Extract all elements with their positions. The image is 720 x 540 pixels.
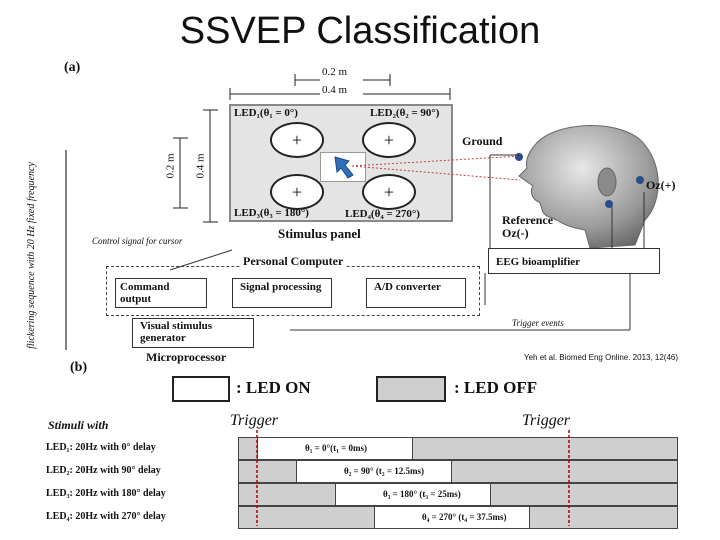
- trigger-left-label: Trigger: [230, 412, 279, 429]
- dim-top-large: 0.4 m: [322, 84, 348, 96]
- timing-row-on-segment: [335, 483, 491, 506]
- signal-processing-label: Signal processing: [240, 281, 322, 293]
- personal-computer-label: Personal Computer: [240, 254, 347, 269]
- ad-converter-box: [366, 278, 466, 308]
- visual-stimulus-generator-label: Visual stimulus generator: [140, 320, 213, 344]
- led2-circle: +: [362, 122, 416, 158]
- side-note-bracket: [65, 150, 67, 350]
- citation: Yeh et al. Biomed Eng Online. 2013, 12(4…: [524, 353, 679, 362]
- visual-stimulus-generator-box: [132, 318, 254, 348]
- dim-left-arrows: [173, 109, 218, 223]
- dim-top-small: 0.2 m: [322, 66, 348, 78]
- oz-minus-label: Oz(-): [502, 226, 529, 240]
- trigger-events-label: Trigger events: [512, 318, 564, 328]
- led4-circle: +: [362, 174, 416, 210]
- timing-row-label: LED₁: 20Hz with 0° delay: [46, 442, 156, 453]
- led-on-label: : LED ON: [236, 378, 311, 397]
- led-off-label: : LED OFF: [454, 378, 538, 397]
- timing-row-on-segment: [257, 437, 413, 460]
- trigger-right-label: Trigger: [522, 412, 571, 429]
- gaze-line: [351, 155, 521, 181]
- led-off-swatch: [376, 376, 446, 402]
- connection-lines: [169, 154, 645, 331]
- reference-label: Reference: [502, 213, 554, 227]
- led4-label: LED₄(θ₄ = 270°): [345, 208, 420, 220]
- command-output-box: [115, 278, 207, 308]
- stimuli-with-label: Stimuli with: [48, 418, 109, 432]
- ground-label: Ground: [462, 134, 503, 148]
- oz-electrode: [636, 176, 644, 184]
- oz-plus-label: Oz(+): [646, 178, 676, 192]
- reference-electrode: [605, 200, 613, 208]
- timing-row-label: LED₃: 20Hz with 180° delay: [46, 488, 166, 499]
- led1-circle: +: [270, 122, 324, 158]
- stimulus-panel-label: Stimulus panel: [278, 226, 361, 241]
- head-illustration: [518, 125, 659, 249]
- signal-processing-box: [232, 278, 332, 308]
- timing-row-label: LED₂: 20Hz with 90° delay: [46, 465, 161, 476]
- timing-row-on-segment: [296, 460, 452, 483]
- eeg-bioamplifier-box: [488, 248, 660, 274]
- led1-label: LED₁(θ₁ = 0°): [234, 107, 298, 119]
- timing-row-label: LED₄: 20Hz with 270° delay: [46, 511, 166, 522]
- timing-row-phase: θ₃ = 180° (t₃ = 25ms): [383, 489, 461, 499]
- led2-label: LED₂(θ₂ = 90°): [370, 107, 440, 119]
- part-b-label: (b): [70, 360, 88, 375]
- led3-circle: +: [270, 174, 324, 210]
- ground-electrode: [515, 153, 523, 161]
- side-note: flickering sequence with 20 Hz fixed fre…: [25, 162, 37, 349]
- dim-top-arrows: [229, 74, 451, 100]
- part-a-label: (a): [64, 60, 81, 75]
- timing-row-phase: θ₄ = 270° (t₄ = 37.5ms): [422, 512, 507, 522]
- cursor-arrow-icon: [334, 156, 354, 179]
- ad-converter-label: A/D converter: [374, 281, 441, 293]
- cursor-area: [320, 152, 366, 182]
- eeg-bioamplifier-label: EEG bioamplifier: [496, 256, 581, 268]
- led3-label: LED₃(θ₃ = 180°): [234, 207, 309, 219]
- slide-title: SSVEP Classification: [179, 10, 541, 52]
- control-signal-label: Control signal for cursor: [92, 236, 183, 246]
- command-output-label: Command output: [120, 281, 170, 305]
- trigger-markers: [256, 430, 570, 526]
- led-on-swatch: [172, 376, 230, 402]
- microprocessor-label: Microprocessor: [146, 350, 227, 364]
- timing-row-phase: θ₁ = 0°(t₁ = 0ms): [305, 443, 367, 453]
- timing-row-on-segment: [374, 506, 530, 529]
- timing-row-phase: θ₂ = 90° (t₂ = 12.5ms): [344, 466, 424, 476]
